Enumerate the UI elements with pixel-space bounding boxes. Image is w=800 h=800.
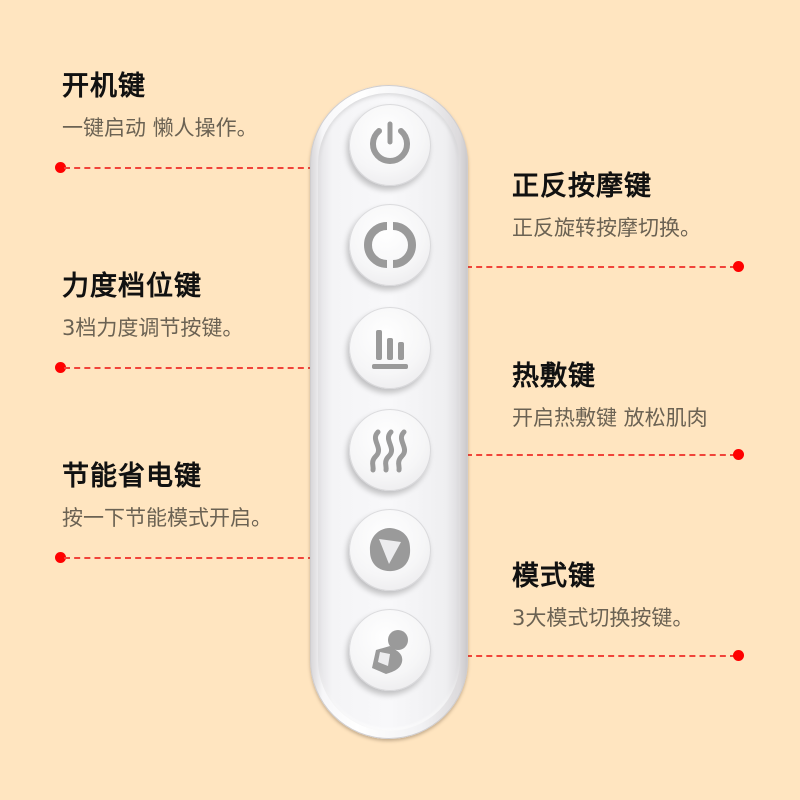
label-title: 开机键 [62,71,146,102]
leader-line [64,557,314,559]
label-desc: 3档力度调节按键。 [62,316,244,340]
label-intensity: 力度档位键 3档力度调节按键。 [62,270,243,342]
energy-save-icon [369,528,411,572]
leader-line [64,367,314,369]
label-desc: 正反旋转按摩切换。 [512,216,701,240]
intensity-bars-icon [372,330,408,369]
leader-dot [55,362,66,373]
label-desc: 开启热敷键 放松肌肉 [512,406,708,430]
remote-control [310,85,468,739]
label-title: 力度档位键 [62,271,202,302]
energy-save-button[interactable] [349,509,431,591]
label-title: 模式键 [512,561,596,592]
heat-button[interactable] [349,409,431,491]
leader-line [64,167,314,169]
leader-dot [733,261,744,272]
rotate-icon [364,222,416,268]
label-desc: 3大模式切换按键。 [512,606,694,630]
reverse-rotation-button[interactable] [349,204,431,286]
label-desc: 一键启动 懒人操作。 [62,116,258,140]
intensity-button[interactable] [349,307,431,389]
mode-massage-icon [372,630,408,674]
leader-dot [55,552,66,563]
label-mode: 模式键 3大模式切换按键。 [512,560,693,632]
label-energy-save: 节能省电键 按一下节能模式开启。 [62,460,272,532]
heat-waves-icon [370,429,408,473]
power-button[interactable] [349,104,431,186]
leader-line [466,266,736,268]
leader-line [466,454,736,456]
leader-dot [733,449,744,460]
label-heat: 热敷键 开启热敷键 放松肌肉 [512,360,708,432]
leader-dot [55,162,66,173]
leader-line [466,655,736,657]
label-title: 正反按摩键 [512,171,652,202]
label-title: 节能省电键 [62,461,202,492]
label-desc: 按一下节能模式开启。 [62,506,272,530]
label-reverse: 正反按摩键 正反旋转按摩切换。 [512,170,701,242]
power-icon [370,121,410,164]
leader-dot [733,650,744,661]
label-power: 开机键 一键启动 懒人操作。 [62,70,258,142]
label-title: 热敷键 [512,361,596,392]
mode-button[interactable] [349,609,431,691]
